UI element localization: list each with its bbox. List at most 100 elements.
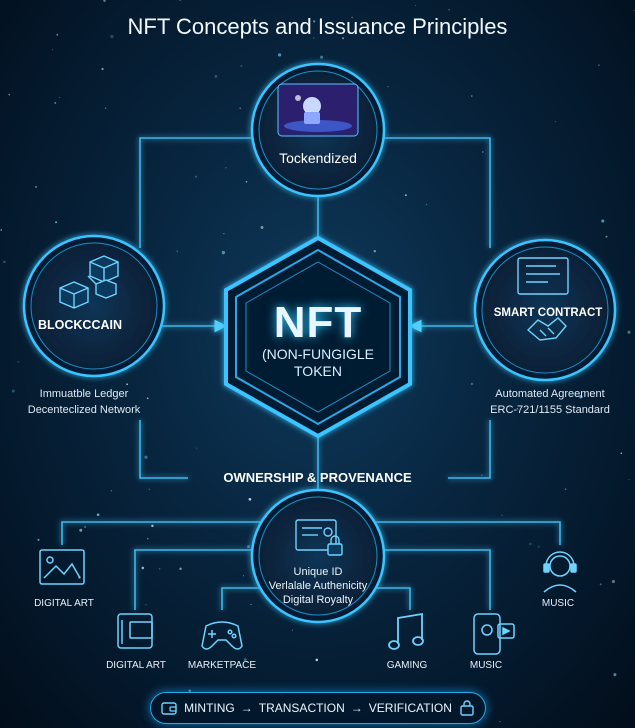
category-label-gaming: GAMING [386, 660, 428, 671]
star-particle [110, 34, 114, 39]
star-particle [3, 260, 6, 264]
wallet-icon [161, 702, 177, 715]
branch-right-3 [368, 587, 411, 610]
star-particle [196, 447, 198, 449]
category-label-music-2: MUSIC [541, 598, 575, 609]
star-particle [529, 542, 532, 546]
star-particle [54, 102, 57, 104]
star-particle [313, 20, 316, 23]
star-particle [611, 579, 616, 584]
connector-top-left [139, 137, 252, 248]
star-particle [239, 107, 242, 110]
star-particle [481, 151, 484, 153]
gamepad-icon [201, 621, 243, 650]
star-particle [223, 232, 225, 235]
star-particle [144, 455, 148, 459]
star-particle [342, 37, 345, 40]
nft-subtitle-line2: TOKEN [294, 363, 342, 379]
star-particle [179, 0, 182, 1]
branch-far-left [61, 521, 268, 545]
star-particle [242, 575, 245, 577]
star-particle [501, 514, 503, 517]
star-particle [554, 121, 556, 123]
star-particle [244, 658, 247, 661]
nft-subtitle-line1: (NON-FUNGIGLE [262, 346, 374, 362]
star-particle [51, 49, 54, 51]
category-label-marketplace: MARKETPACE [187, 660, 257, 671]
star-particle [291, 629, 293, 631]
star-particle [387, 85, 389, 88]
star-particle [104, 107, 107, 109]
star-particle [110, 489, 113, 492]
star-particle [147, 537, 149, 540]
star-particle [620, 452, 623, 455]
star-particle [35, 185, 38, 188]
node-smart-contract [473, 238, 617, 382]
star-particle [470, 382, 473, 385]
lock-box-icon [460, 700, 474, 716]
connector-right-down [448, 420, 491, 479]
star-particle [126, 383, 128, 386]
star-particle [448, 9, 450, 11]
star-particle [325, 24, 328, 27]
branch-right-2 [374, 549, 491, 610]
branch-left-3 [221, 587, 268, 610]
star-particle [613, 673, 617, 677]
star-particle [145, 603, 147, 606]
star-particle [148, 488, 150, 490]
page-title: NFT Concepts and Issuance Principles [127, 14, 508, 39]
node-ownership [250, 488, 386, 624]
nft-title: NFT [273, 298, 363, 347]
star-particle [101, 67, 104, 71]
star-particle [628, 479, 630, 481]
art-gallery-icon [117, 613, 153, 649]
star-particle [188, 689, 191, 692]
music-note-icon [388, 612, 424, 650]
star-particle [579, 395, 583, 399]
node-blockchain [22, 234, 166, 378]
branch-left-2 [134, 549, 262, 610]
branch-far-right [368, 521, 561, 545]
star-particle [37, 538, 40, 541]
avatar-headphones-icon [543, 551, 577, 593]
star-particle [564, 488, 567, 491]
connector-top-right [382, 137, 491, 248]
star-particle [222, 254, 224, 256]
star-particle [79, 528, 83, 532]
star-particle [56, 33, 59, 36]
star-particle [214, 75, 218, 78]
node-tokenized-label: Tockendized [279, 150, 357, 166]
star-particle [277, 53, 282, 57]
star-particle [0, 229, 3, 231]
blockchain-description: Immuatble Ledger Decenteclized Network [4, 386, 164, 418]
nft-subtitle: (NON-FUNGIGLE TOKEN [218, 346, 418, 380]
star-particle [567, 413, 569, 415]
star-particle [312, 37, 315, 39]
flow-step-minting: MINTING [184, 701, 235, 715]
media-player-icon [473, 613, 515, 655]
contract-handshake-icon [517, 257, 569, 341]
star-particle [601, 219, 605, 223]
star-particle [103, 0, 106, 2]
process-flow-bar: MINTING → TRANSACTION → VERIFICATION [150, 692, 486, 724]
star-particle [225, 166, 227, 169]
star-particle [83, 525, 87, 529]
smart-contract-desc-line2: ERC-721/1155 Standard [490, 404, 610, 416]
star-particle [151, 524, 154, 528]
star-particle [633, 9, 635, 11]
blockchain-desc-line2: Decenteclized Network [27, 404, 141, 416]
star-particle [141, 566, 145, 570]
star-particle [17, 360, 20, 363]
star-particle [146, 397, 149, 400]
flow-arrow-1: → [240, 701, 253, 715]
certificate-lock-icon [295, 519, 343, 556]
blockchain-desc-line1: Immuatble Ledger [39, 388, 129, 400]
star-particle [158, 568, 161, 570]
blockchain-cubes-icon [59, 255, 119, 309]
star-particle [425, 203, 428, 206]
node-nft-hexagon [224, 235, 412, 439]
star-particle [320, 55, 324, 59]
star-particle [55, 221, 58, 224]
node-blockchain-label: BLOCKCCAIN [37, 318, 123, 332]
